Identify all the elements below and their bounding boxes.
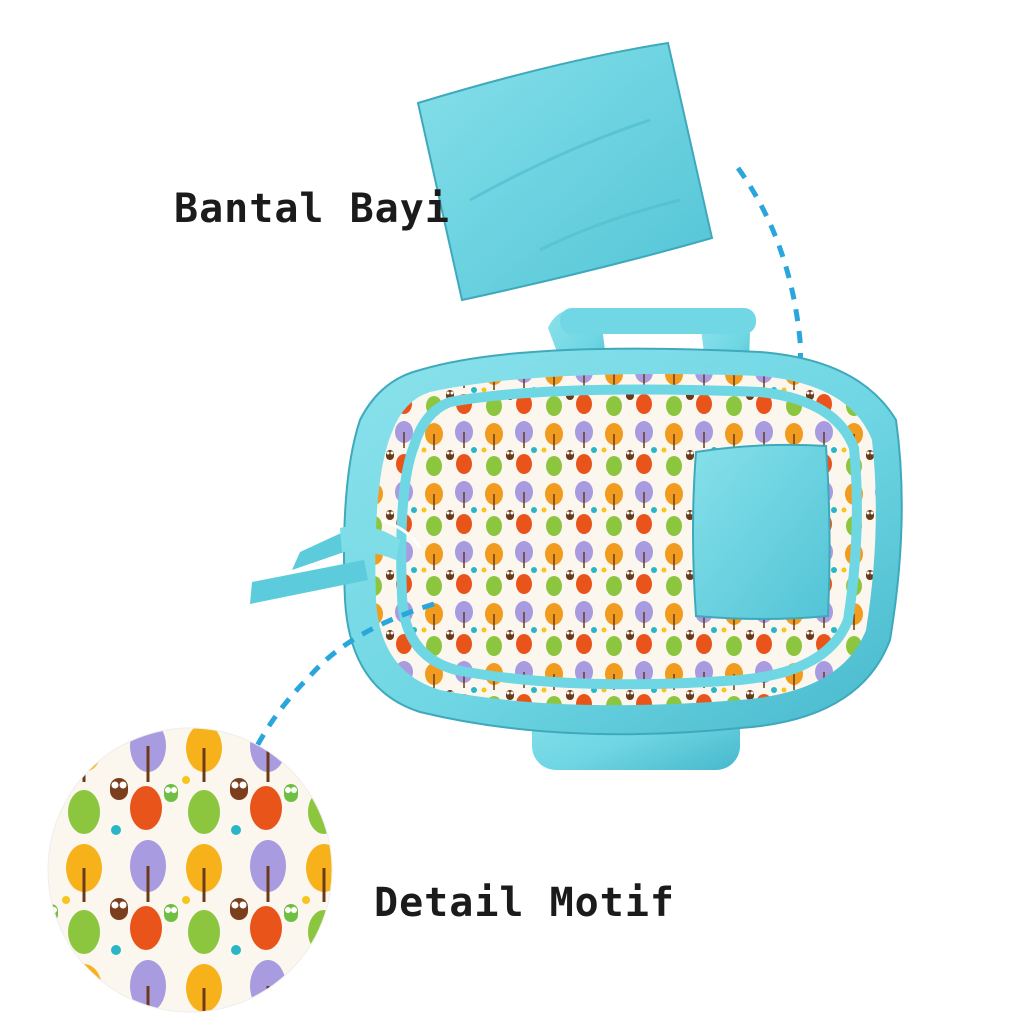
pillow-leader-line bbox=[735, 166, 803, 472]
baby-pillow bbox=[416, 41, 714, 302]
baby-nest-bed bbox=[250, 308, 903, 770]
motif-leader-line bbox=[253, 601, 435, 750]
motif-detail-circle bbox=[47, 727, 333, 1013]
pillow-label: Bantal Bayi bbox=[174, 186, 450, 232]
motif-label: Detail Motif bbox=[374, 880, 675, 926]
